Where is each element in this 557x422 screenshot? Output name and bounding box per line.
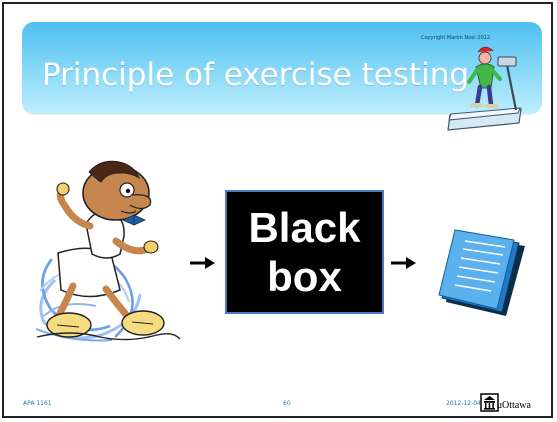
right-arrow-icon xyxy=(190,257,215,269)
title-bar: Copyright Martin Noel 2012 Principle of … xyxy=(22,22,542,114)
footer-institution: uOttawa xyxy=(497,400,531,411)
footer-date: 2012-12-04 xyxy=(446,400,481,407)
paper-stack-icon xyxy=(438,229,525,316)
slide-title: Principle of exercise testing xyxy=(42,57,470,93)
treadmill-runner-icon xyxy=(447,46,522,131)
black-box: Black box xyxy=(225,190,384,314)
black-box-line-1: Black xyxy=(248,204,361,251)
footer-course: APA 1161 xyxy=(23,400,52,407)
university-building-icon xyxy=(480,393,499,412)
footer-page-number: 60 xyxy=(283,400,291,407)
slide: Copyright Martin Noel 2012 Principle of … xyxy=(2,2,553,418)
right-arrow-icon xyxy=(391,257,416,269)
cartoon-runner-icon xyxy=(35,160,181,342)
black-box-line-2: box xyxy=(267,253,342,300)
copyright-text: Copyright Martin Noel 2012 xyxy=(420,35,490,41)
